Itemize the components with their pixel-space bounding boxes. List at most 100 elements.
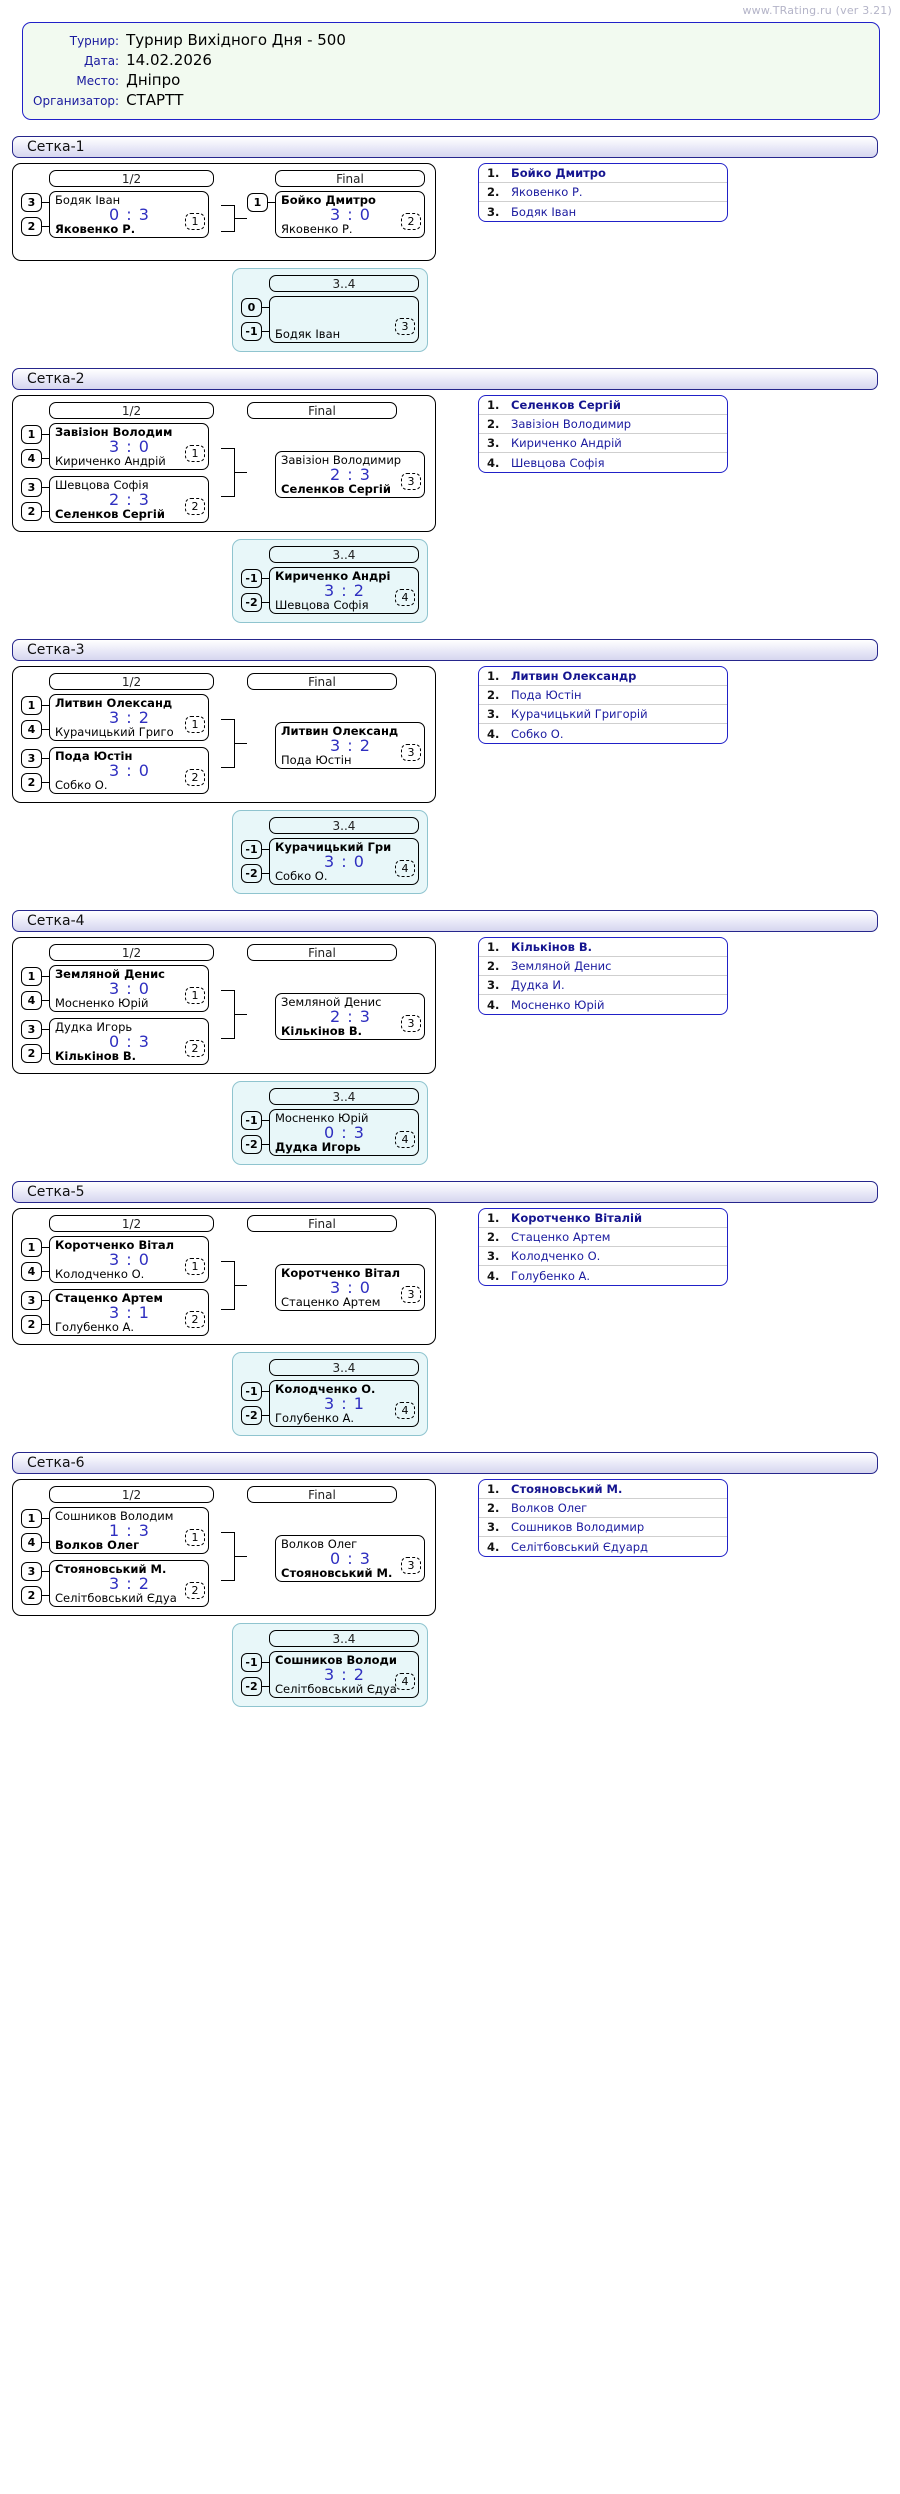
semi-bottom-seed: 4 [21, 1533, 42, 1552]
standings-row[interactable]: 3.Курачицький Григорій [479, 705, 727, 724]
final-score: 3 : 0 [330, 1278, 371, 1297]
standings-row[interactable]: 2.Земляной Денис [479, 957, 727, 976]
standings-row[interactable]: 2.Стаценко Артем [479, 1228, 727, 1247]
third-top-seed: -1 [241, 1382, 262, 1401]
standings-row[interactable]: 2.Яковенко Р. [479, 183, 727, 202]
standings-row[interactable]: 3.Дудка И. [479, 976, 727, 995]
standings-row[interactable]: 4.Голубенко А. [479, 1266, 727, 1285]
seed-connector [42, 1271, 49, 1272]
standings-row[interactable]: 4.Собко О. [479, 724, 727, 743]
standings-row[interactable]: 3.Колодченко О. [479, 1247, 727, 1266]
standings-player: Сошников Володимир [511, 1520, 645, 1534]
semi-place-badge: 2 [185, 1582, 205, 1599]
standings-row[interactable]: 4.Мосненко Юрій [479, 995, 727, 1014]
standings-position: 1. [487, 940, 500, 954]
connector-holder [221, 673, 247, 791]
semi-bottom-player: Селенков Сергій [55, 507, 165, 521]
standings-position: 2. [487, 959, 500, 973]
standings-row[interactable]: 2.Волков Олег [479, 1499, 727, 1518]
tournament-info-label: Дата: [83, 54, 120, 68]
standings-row[interactable]: 1.Коротченко Віталій [479, 1209, 727, 1228]
standings-row[interactable]: 2.Завізіон Володимир [479, 415, 727, 434]
third-bottom-player: Дудка Игорь [275, 1140, 361, 1154]
final-bottom-player: Кількінов В. [281, 1024, 363, 1038]
round-header-semi: 1/2 [49, 1486, 214, 1503]
standings-row[interactable]: 1.Стояновський М. [479, 1480, 727, 1499]
third-place-badge: 3 [395, 318, 415, 335]
standings-player: Волков Олег [511, 1501, 588, 1515]
final-score: 2 : 3 [330, 465, 371, 484]
third-top-player: Курачицький Гри [275, 840, 392, 854]
semi-bottom-seed: 2 [21, 1044, 42, 1063]
standings-row[interactable]: 3.Бодяк Іван [479, 202, 727, 221]
standings-row[interactable]: 1.Бойко Дмитро [479, 164, 727, 183]
seed-connector [42, 1053, 49, 1054]
standings-row[interactable]: 3.Сошников Володимир [479, 1518, 727, 1537]
semi-bottom-player: Мосненко Юрій [55, 996, 149, 1010]
seed-connector [42, 782, 49, 783]
standings-position: 1. [487, 1482, 500, 1496]
standings-row[interactable]: 1.Кількінов В. [479, 938, 727, 957]
standings-position: 3. [487, 1249, 500, 1263]
standings-row[interactable]: 1.Селенков Сергій [479, 396, 727, 415]
standings-row[interactable]: 4.Селітбовський Єдуард [479, 1537, 727, 1556]
standings-row[interactable]: 4.Шевцова Софія [479, 453, 727, 472]
standings-row[interactable]: 2.Пода Юстін [479, 686, 727, 705]
standings-row[interactable]: 3.Кириченко Андрій [479, 434, 727, 453]
standings-row[interactable]: 1.Литвин Олександр [479, 667, 727, 686]
